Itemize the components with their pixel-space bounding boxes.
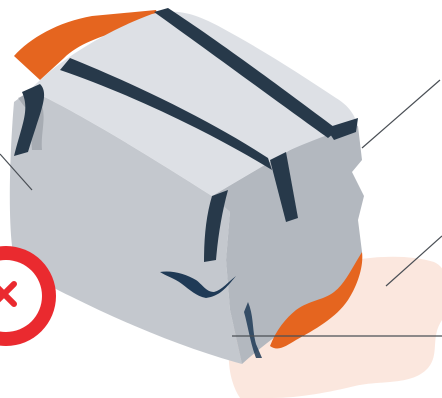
error-x-glyph — [0, 281, 17, 307]
strap-corner — [326, 118, 358, 140]
callout-line-mid-right — [385, 235, 442, 287]
box-tear — [160, 271, 236, 298]
strap-front-drop — [204, 190, 228, 262]
box-crack — [244, 302, 262, 358]
strap-left — [60, 58, 272, 170]
box-side-face — [212, 125, 364, 364]
callout-line-top-left — [0, 153, 33, 191]
box-front-face — [9, 90, 243, 364]
strap-right-drop — [270, 152, 298, 222]
error-x-icon — [0, 246, 56, 346]
box-top-face — [30, 11, 358, 197]
box-straps — [14, 8, 358, 262]
strap-left-drop — [14, 84, 45, 156]
strap-right — [154, 8, 338, 138]
orange-stain — [270, 252, 363, 349]
callout-lines — [0, 79, 442, 337]
callout-line-top-right — [361, 79, 441, 149]
error-badge-inner — [0, 260, 42, 332]
